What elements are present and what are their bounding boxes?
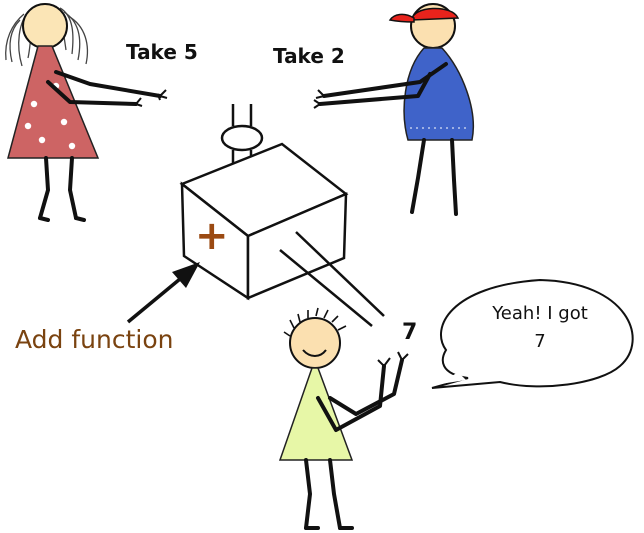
caption-arrow (126, 262, 200, 324)
boy-shirt (403, 47, 474, 141)
kid-hands (377, 351, 409, 367)
girl-dress (7, 45, 100, 159)
girl-dress-dots (24, 82, 76, 150)
take-2-label: Take 2 (273, 44, 345, 68)
kid-arms (316, 358, 404, 432)
add-function-caption: Add function (15, 325, 174, 354)
kid-head (289, 317, 341, 369)
boy-arms (318, 62, 448, 106)
girl-hands (135, 89, 168, 107)
boy-legs (410, 138, 458, 216)
speech-bubble (431, 278, 634, 389)
input-pipe (220, 104, 264, 184)
boy-hands (313, 89, 325, 109)
girl-head (22, 3, 68, 49)
kid-smile (302, 349, 327, 357)
speech-line-1: Yeah! I got (492, 303, 588, 324)
boy-cap-visor (388, 13, 415, 23)
plus-operator: + (195, 213, 229, 259)
kid-shirt (278, 367, 354, 461)
speech-text: Yeah! I got 7 (466, 300, 614, 356)
function-machine (179, 104, 385, 327)
box-right (246, 192, 348, 300)
girl-arms (46, 70, 162, 106)
girl-feet (38, 216, 86, 222)
girl-figure (5, 3, 168, 222)
boy-figure (313, 3, 474, 216)
girl-legs (38, 156, 78, 220)
kid-hair (283, 307, 347, 337)
result-number: 7 (402, 320, 418, 345)
speech-line-2: 7 (534, 331, 546, 352)
boy-cap (411, 7, 460, 21)
output-pipe (279, 231, 385, 327)
kid-figure (278, 307, 409, 530)
take-5-label: Take 5 (126, 40, 198, 64)
kid-legs (304, 458, 342, 530)
